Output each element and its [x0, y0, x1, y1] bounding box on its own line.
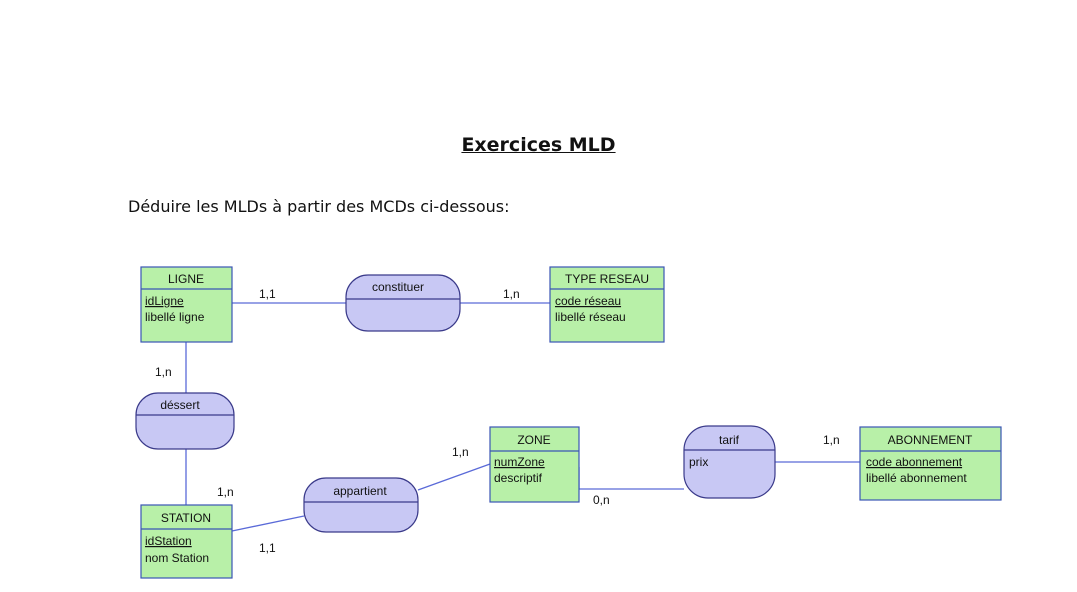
association-tarif-attr: prix — [689, 455, 708, 469]
entity-ligne: LIGNE idLigne libellé ligne — [140, 266, 233, 343]
entity-zone-box — [489, 426, 580, 503]
instruction-text: Déduire les MLDs à partir des MCDs ci-de… — [128, 197, 510, 216]
entity-abonnement-attr-1: libellé abonnement — [866, 471, 967, 485]
link-zone-tarif — [578, 467, 684, 490]
association-dessert: déssert — [135, 392, 235, 450]
association-constituer: constituer — [345, 274, 461, 332]
entity-abonnement-name: ABONNEMENT — [888, 433, 973, 447]
entity-zone-key: numZone — [494, 455, 545, 469]
cardinality-ligne-dessert: 1,n — [155, 365, 172, 379]
entity-abonnement-key: code abonnement — [866, 455, 963, 469]
entity-type-reseau-box — [549, 266, 665, 343]
cardinality-dessert-station: 1,n — [217, 485, 234, 499]
entity-station-attr-1: nom Station — [145, 551, 209, 565]
entity-ligne-key: idLigne — [145, 294, 184, 308]
association-appartient-name: appartient — [333, 484, 387, 498]
association-tarif: tarif prix — [683, 425, 776, 499]
entity-type-reseau: TYPE RESEAU code réseau libellé réseau — [549, 266, 665, 343]
page-title: Exercices MLD — [0, 134, 1077, 156]
association-appartient-shape — [303, 477, 419, 533]
entity-ligne-box — [140, 266, 233, 343]
cardinality-ligne-constituer: 1,1 — [259, 287, 276, 301]
entity-zone-attr-1: descriptif — [494, 471, 543, 485]
cardinality-constituer-type-reseau: 1,n — [503, 287, 520, 301]
entity-abonnement: ABONNEMENT code abonnement libellé abonn… — [859, 426, 1002, 501]
entity-zone-name: ZONE — [517, 433, 550, 447]
association-constituer-shape — [345, 274, 461, 332]
cardinality-zone-tarif: 0,n — [593, 493, 610, 507]
entity-ligne-attr-1: libellé ligne — [145, 310, 205, 324]
association-tarif-name: tarif — [719, 433, 740, 447]
entity-abonnement-box — [859, 426, 1002, 501]
link-station-appartient — [231, 515, 305, 532]
link-appartient-zone — [417, 463, 491, 491]
association-appartient: appartient — [303, 477, 419, 533]
entity-zone: ZONE numZone descriptif — [489, 426, 580, 503]
association-constituer-name: constituer — [372, 280, 424, 294]
page-title-text: Exercices MLD — [461, 134, 616, 156]
cardinality-appartient-zone: 1,n — [452, 445, 469, 459]
association-dessert-name: déssert — [160, 398, 200, 412]
entity-station-name: STATION — [161, 511, 211, 525]
entity-type-reseau-attr-1: libellé réseau — [555, 310, 626, 324]
entity-station-key: idStation — [145, 534, 192, 548]
entity-type-reseau-name: TYPE RESEAU — [565, 272, 649, 286]
entity-station: STATION idStation nom Station — [140, 504, 233, 579]
entity-type-reseau-key: code réseau — [555, 294, 621, 308]
cardinality-tarif-abonnement: 1,n — [823, 433, 840, 447]
entity-ligne-name: LIGNE — [168, 272, 204, 286]
association-tarif-shape — [683, 425, 776, 499]
cardinality-labels: 1,1 1,n 1,n 1,n 1,1 1,n 0,n 1,n — [155, 287, 840, 555]
cardinality-station-appartient: 1,1 — [259, 541, 276, 555]
entity-station-box — [140, 504, 233, 579]
association-dessert-shape — [135, 392, 235, 450]
